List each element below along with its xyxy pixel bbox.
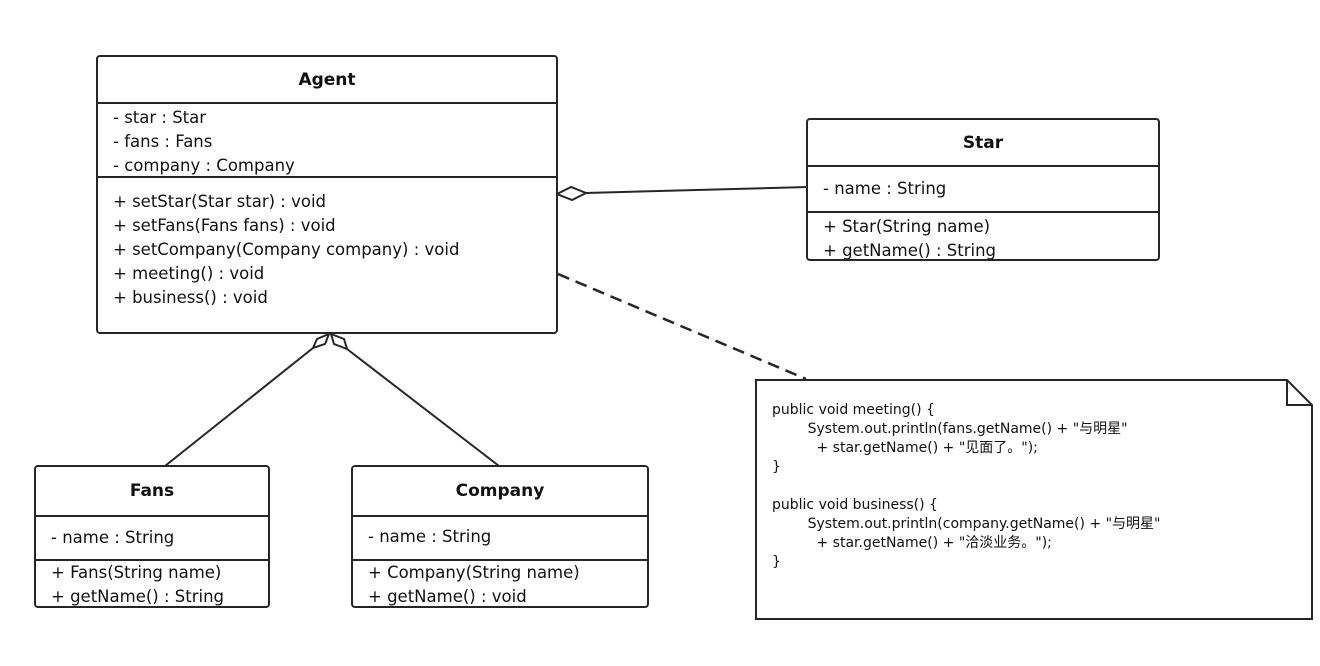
class-star[interactable]: Star - name : String + Star(String name)… [806, 118, 1160, 261]
note-line: } [772, 554, 781, 570]
attribute: - name : String [823, 179, 947, 198]
note-line: System.out.println(company.getName() + "… [772, 516, 1161, 532]
class-agent-name: Agent [98, 57, 556, 104]
note-line: System.out.println(fans.getName() + "与明星… [772, 421, 1128, 437]
operation: + getName() : String [823, 241, 997, 260]
attribute: - star : Star [113, 108, 207, 127]
aggregation-diamond-fans-icon [311, 332, 331, 350]
operation: + meeting() : void [113, 264, 265, 283]
class-agent[interactable]: Agent - star : Star - fans : Fans - comp… [96, 55, 558, 334]
operation: + getName() : String [51, 587, 225, 606]
operation: + setStar(Star star) : void [113, 192, 327, 211]
aggregation-diamond-star-icon [554, 185, 589, 202]
class-star-operations: + Star(String name) + getName() : String [808, 213, 1158, 260]
aggregation-diamond-company-icon [329, 332, 349, 351]
class-company[interactable]: Company - name : String + Company(String… [351, 465, 649, 608]
note-line: } [772, 459, 781, 475]
note-line: public void business() { [772, 497, 938, 513]
attribute: - name : String [368, 527, 492, 546]
operation: + getName() : void [368, 587, 527, 606]
operation: + setFans(Fans fans) : void [113, 216, 336, 235]
attribute: - fans : Fans [113, 132, 213, 151]
class-fans-name: Fans [36, 467, 268, 517]
class-fans-operations: + Fans(String name) + getName() : String [36, 561, 268, 606]
note-shape[interactable] [755, 379, 1313, 620]
class-fans[interactable]: Fans - name : String + Fans(String name)… [34, 465, 270, 608]
class-company-name: Company [353, 467, 647, 517]
note-line: public void meeting() { [772, 402, 935, 418]
class-agent-operations: + setStar(Star star) : void + setFans(Fa… [98, 178, 556, 310]
operation: + business() : void [113, 288, 268, 307]
aggregation-line-company[interactable] [346, 348, 500, 467]
class-fans-attributes: - name : String [36, 517, 268, 561]
class-company-operations: + Company(String name) + getName() : voi… [353, 561, 647, 606]
class-agent-attributes: - star : Star - fans : Fans - company : … [98, 104, 556, 178]
attribute: - name : String [51, 528, 175, 547]
aggregation-line-fans[interactable] [164, 347, 314, 467]
note-anchor-line[interactable] [557, 272, 807, 381]
operation: + Star(String name) [823, 217, 991, 236]
operation: + Fans(String name) [51, 563, 222, 582]
aggregation-line-star[interactable] [585, 186, 809, 194]
class-company-attributes: - name : String [353, 517, 647, 561]
note: public void meeting() { System.out.print… [755, 379, 1313, 620]
note-line: + star.getName() + "洽淡业务。"); [772, 535, 1052, 551]
operation: + setCompany(Company company) : void [113, 240, 460, 259]
class-star-name: Star [808, 120, 1158, 167]
class-star-attributes: - name : String [808, 167, 1158, 213]
attribute: - company : Company [113, 156, 295, 175]
note-line: + star.getName() + "见面了。"); [772, 440, 1038, 456]
note-text: public void meeting() { System.out.print… [772, 401, 1160, 572]
operation: + Company(String name) [368, 563, 580, 582]
note-fold-icon [1286, 380, 1312, 406]
note-line [772, 477, 1160, 496]
